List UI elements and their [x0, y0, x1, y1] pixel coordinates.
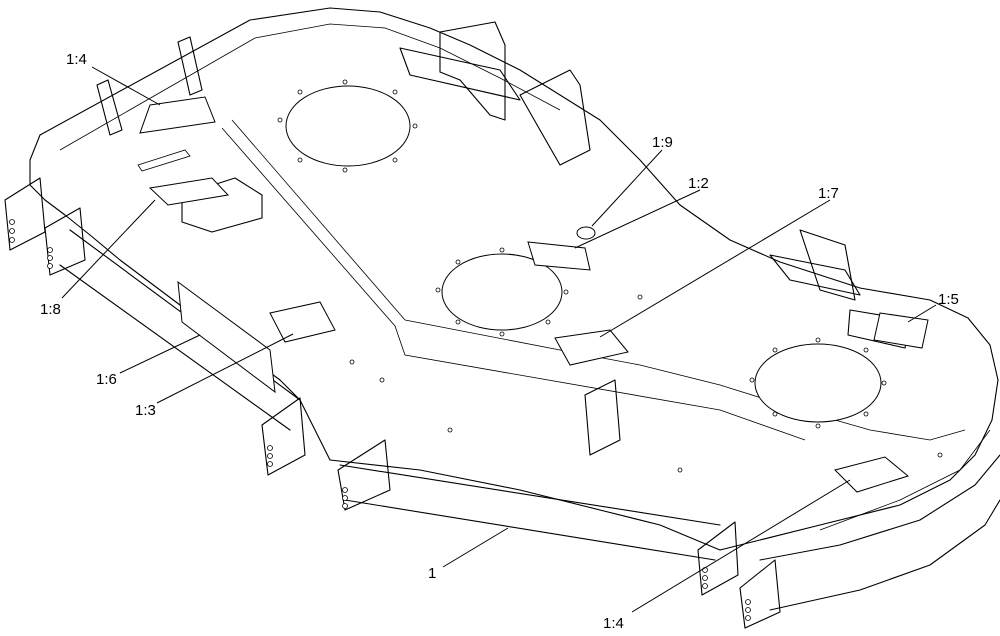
- decal-1-5: [873, 312, 929, 349]
- blade-opening-left: [285, 85, 411, 167]
- blade-opening-center: [441, 253, 563, 331]
- mounting-brackets: [4, 21, 911, 629]
- decal-1-2: [527, 241, 591, 271]
- callout-1: 1: [428, 565, 436, 582]
- callout-1-9: 1:9: [652, 134, 673, 151]
- callout-1-5: 1:5: [938, 291, 959, 308]
- callout-1-6: 1:6: [96, 371, 117, 388]
- callout-1-4-bottom: 1:4: [603, 615, 624, 632]
- decal-1-8: [148, 177, 230, 206]
- callout-1-7: 1:7: [818, 185, 839, 202]
- callout-1-3: 1:3: [135, 402, 156, 419]
- decal-1-7: [554, 329, 629, 366]
- decal-1-4-bottom: [834, 456, 910, 493]
- decal-1-4-top: [139, 96, 216, 134]
- decals: [137, 96, 929, 493]
- bolt-holes: [277, 79, 943, 473]
- callouts: 1:4 1:9 1:2 1:7 1:5 1:8 1:6 1:3 1 1:4: [40, 51, 959, 632]
- blade-opening-right: [754, 343, 882, 423]
- decal-1-3: [269, 301, 336, 343]
- callout-1-4-top: 1:4: [66, 51, 87, 68]
- decal-1-6: [177, 280, 276, 394]
- decal-1-9: [576, 226, 596, 240]
- callout-1-2: 1:2: [688, 175, 709, 192]
- blade-openings: [285, 85, 882, 423]
- callout-1-8: 1:8: [40, 301, 61, 318]
